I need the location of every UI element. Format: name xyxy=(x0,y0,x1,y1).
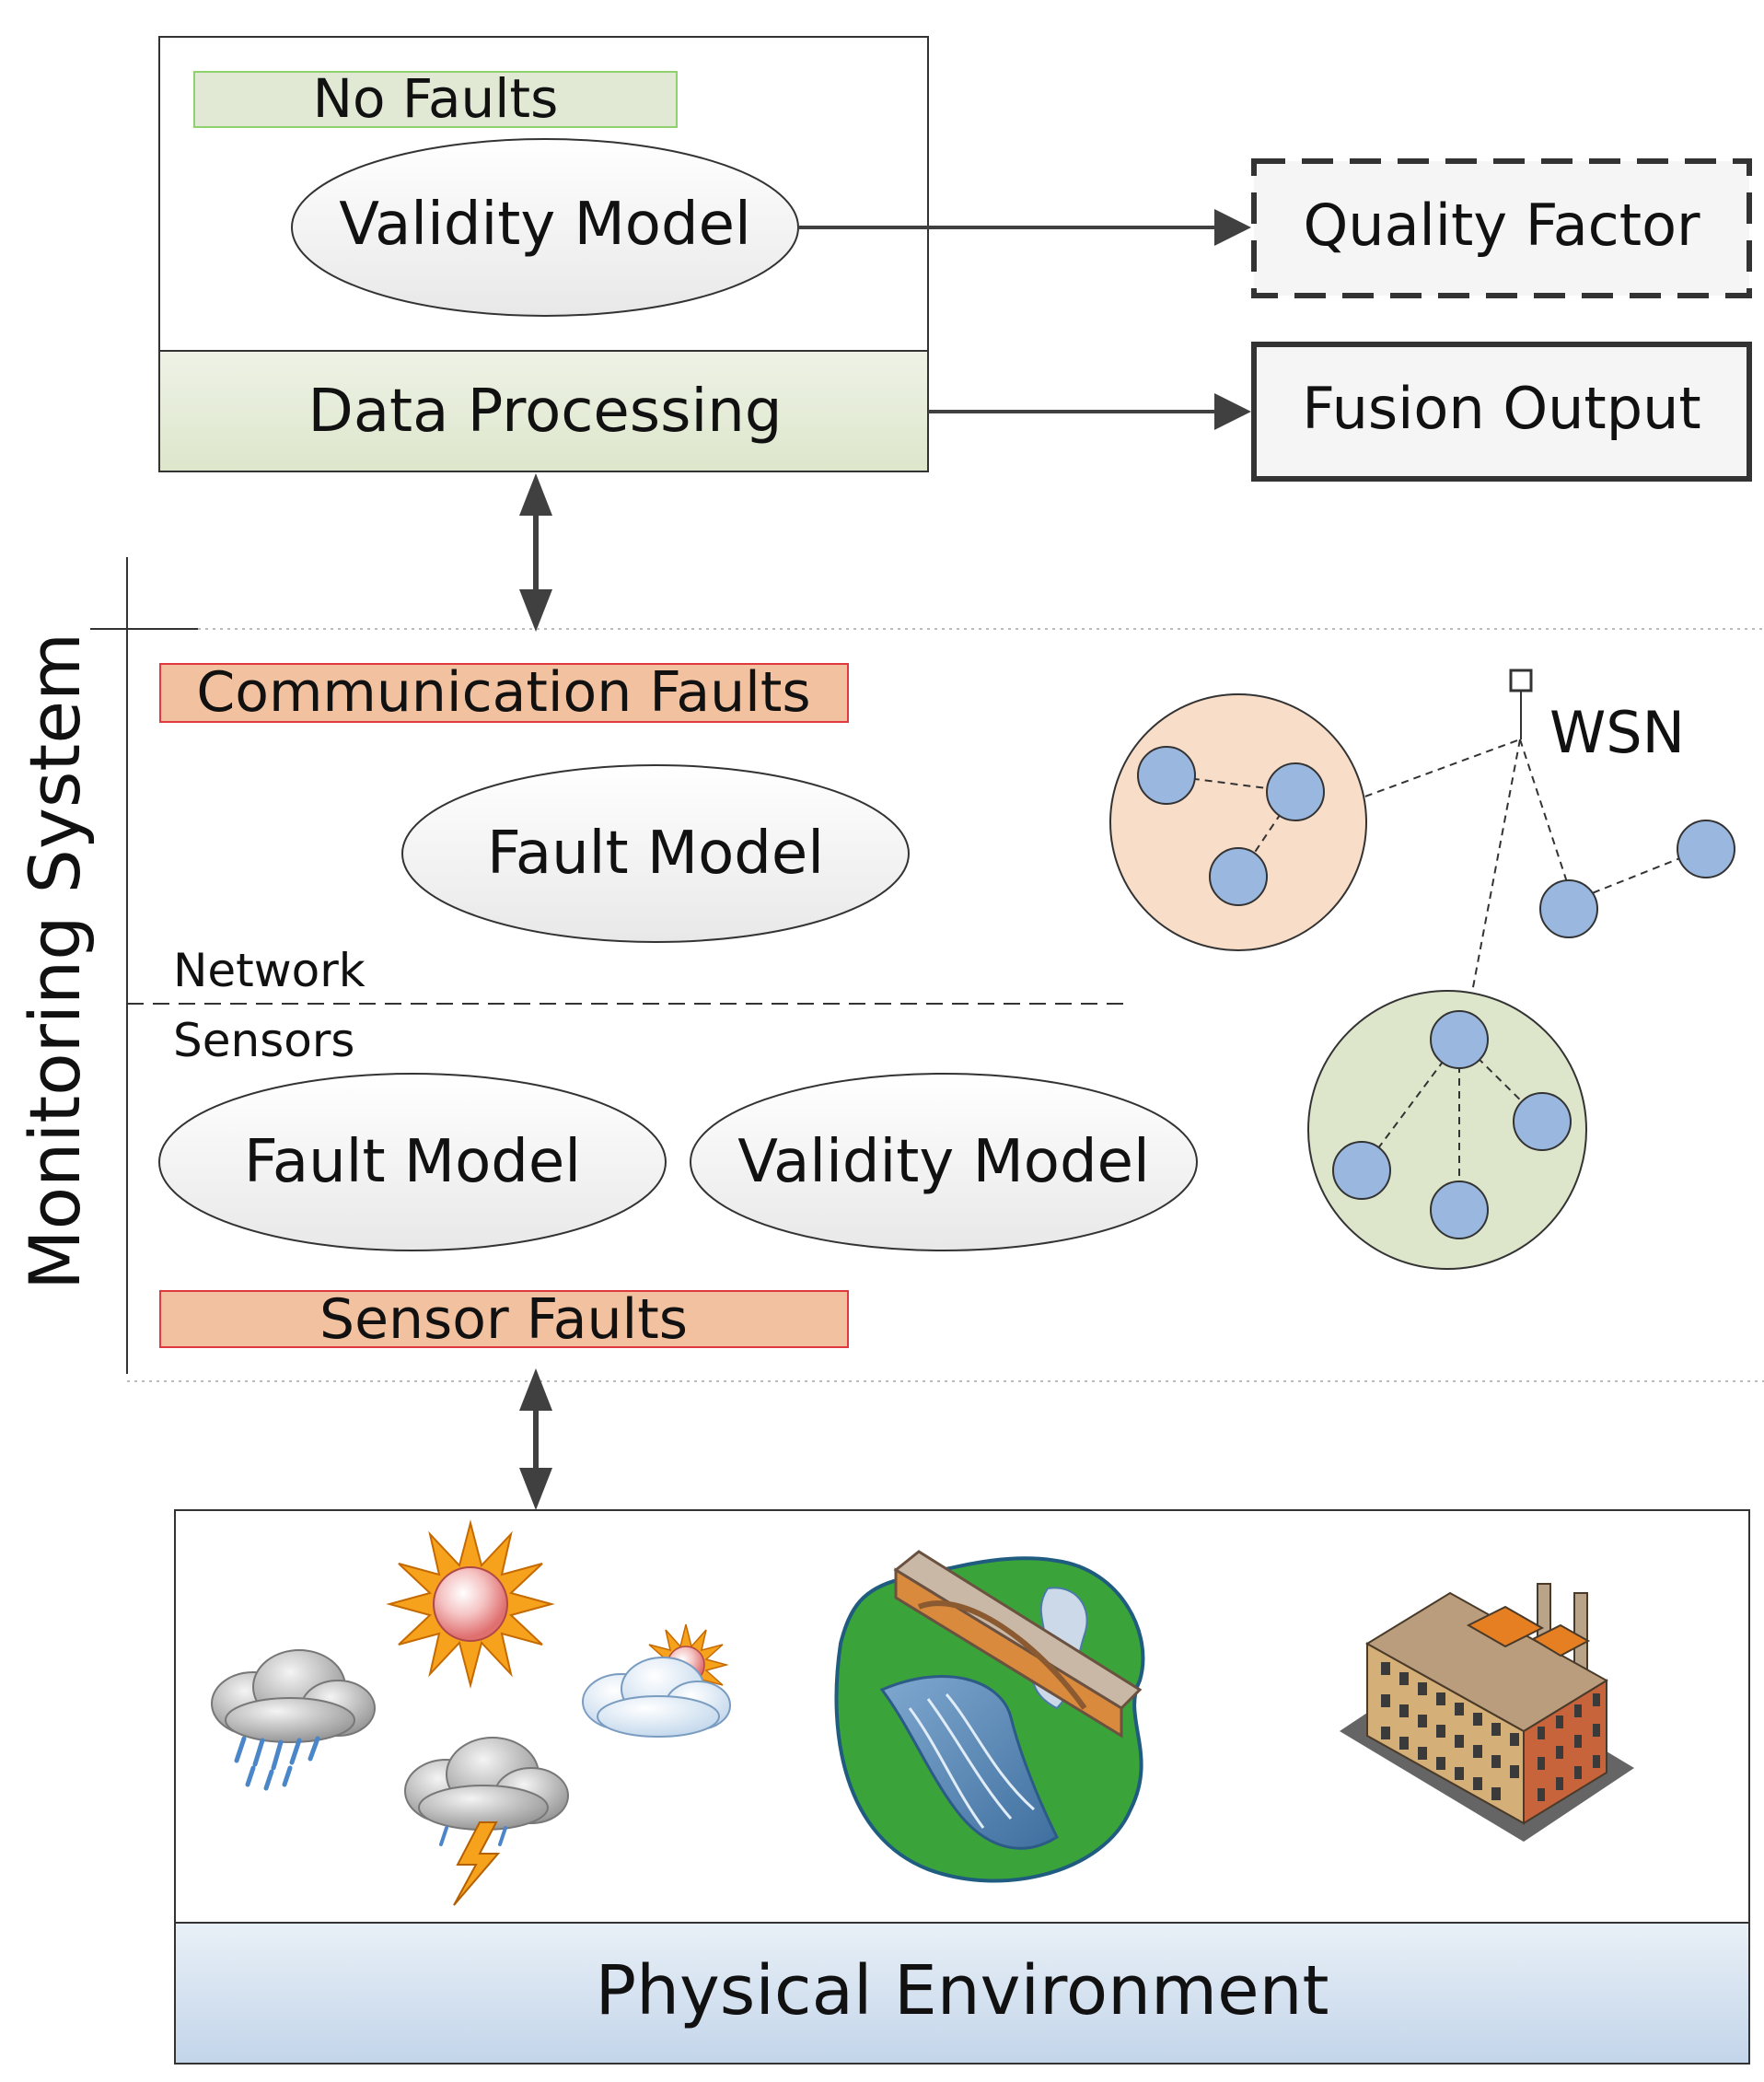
data-processing-block: No Faults Validity Model Data Processing xyxy=(158,36,929,472)
wsn-network: WSN xyxy=(1109,669,1735,1270)
network-fault-model-label: Fault Model xyxy=(487,820,824,888)
no-faults-label: No Faults xyxy=(313,67,559,130)
wsn-node xyxy=(1209,847,1268,906)
sensor-faults-label: Sensor Faults xyxy=(319,1287,688,1352)
thunderstorm-icon xyxy=(404,1737,569,1906)
wsn-node xyxy=(1137,746,1196,805)
wsn-node xyxy=(1539,879,1598,938)
monitoring-system-title: Monitoring System xyxy=(14,633,96,1290)
wsn-node xyxy=(1513,1092,1572,1151)
sensor-fault-model-label: Fault Model xyxy=(244,1128,581,1196)
river-bridge-icon xyxy=(834,1550,1145,1883)
wsn-cluster-green xyxy=(1307,990,1587,1270)
sensor-validity-model-label: Validity Model xyxy=(737,1128,1149,1196)
wsn-label: WSN xyxy=(1549,699,1685,766)
network-fault-model-ellipse: Fault Model xyxy=(401,764,910,943)
wsn-node xyxy=(1430,1181,1489,1239)
communication-faults-tag: Communication Faults xyxy=(159,660,849,725)
wsn-sink-icon xyxy=(1509,669,1533,739)
physical-environment-block: Physical Environment xyxy=(174,1509,1750,2065)
wsn-node xyxy=(1430,1010,1489,1069)
validity-model-ellipse: Validity Model xyxy=(291,138,799,317)
sensor-fault-model-ellipse: Fault Model xyxy=(158,1073,667,1251)
factory-icon xyxy=(1340,1583,1634,1842)
quality-factor-label: Quality Factor xyxy=(1303,192,1700,259)
monitoring-system-block: Monitoring System Communication Faults F… xyxy=(14,557,1764,1382)
partly-cloudy-icon xyxy=(582,1623,731,1738)
fusion-output-box: Fusion Output xyxy=(1251,342,1752,482)
network-label: Network xyxy=(173,944,366,997)
double-arrow-bottom xyxy=(519,1368,552,1510)
quality-factor-box: Quality Factor xyxy=(1251,158,1752,298)
no-faults-tag: No Faults xyxy=(193,67,678,130)
validity-model-label: Validity Model xyxy=(339,191,750,259)
physical-environment-label: Physical Environment xyxy=(595,1951,1329,2030)
rain-cloud-icon xyxy=(211,1649,376,1791)
sensor-validity-model-ellipse: Validity Model xyxy=(690,1073,1198,1251)
wsn-node xyxy=(1332,1141,1391,1200)
wsn-cluster-orange xyxy=(1109,693,1367,951)
fusion-output-label: Fusion Output xyxy=(1302,375,1700,442)
data-processing-label: Data Processing xyxy=(308,378,783,446)
wsn-node xyxy=(1677,820,1735,878)
sensors-label: Sensors xyxy=(173,1014,354,1067)
sensor-faults-tag: Sensor Faults xyxy=(159,1287,849,1352)
wsn-node xyxy=(1266,762,1325,821)
communication-faults-label: Communication Faults xyxy=(196,660,810,725)
double-arrow-top xyxy=(519,473,552,632)
sun-icon xyxy=(386,1519,555,1689)
